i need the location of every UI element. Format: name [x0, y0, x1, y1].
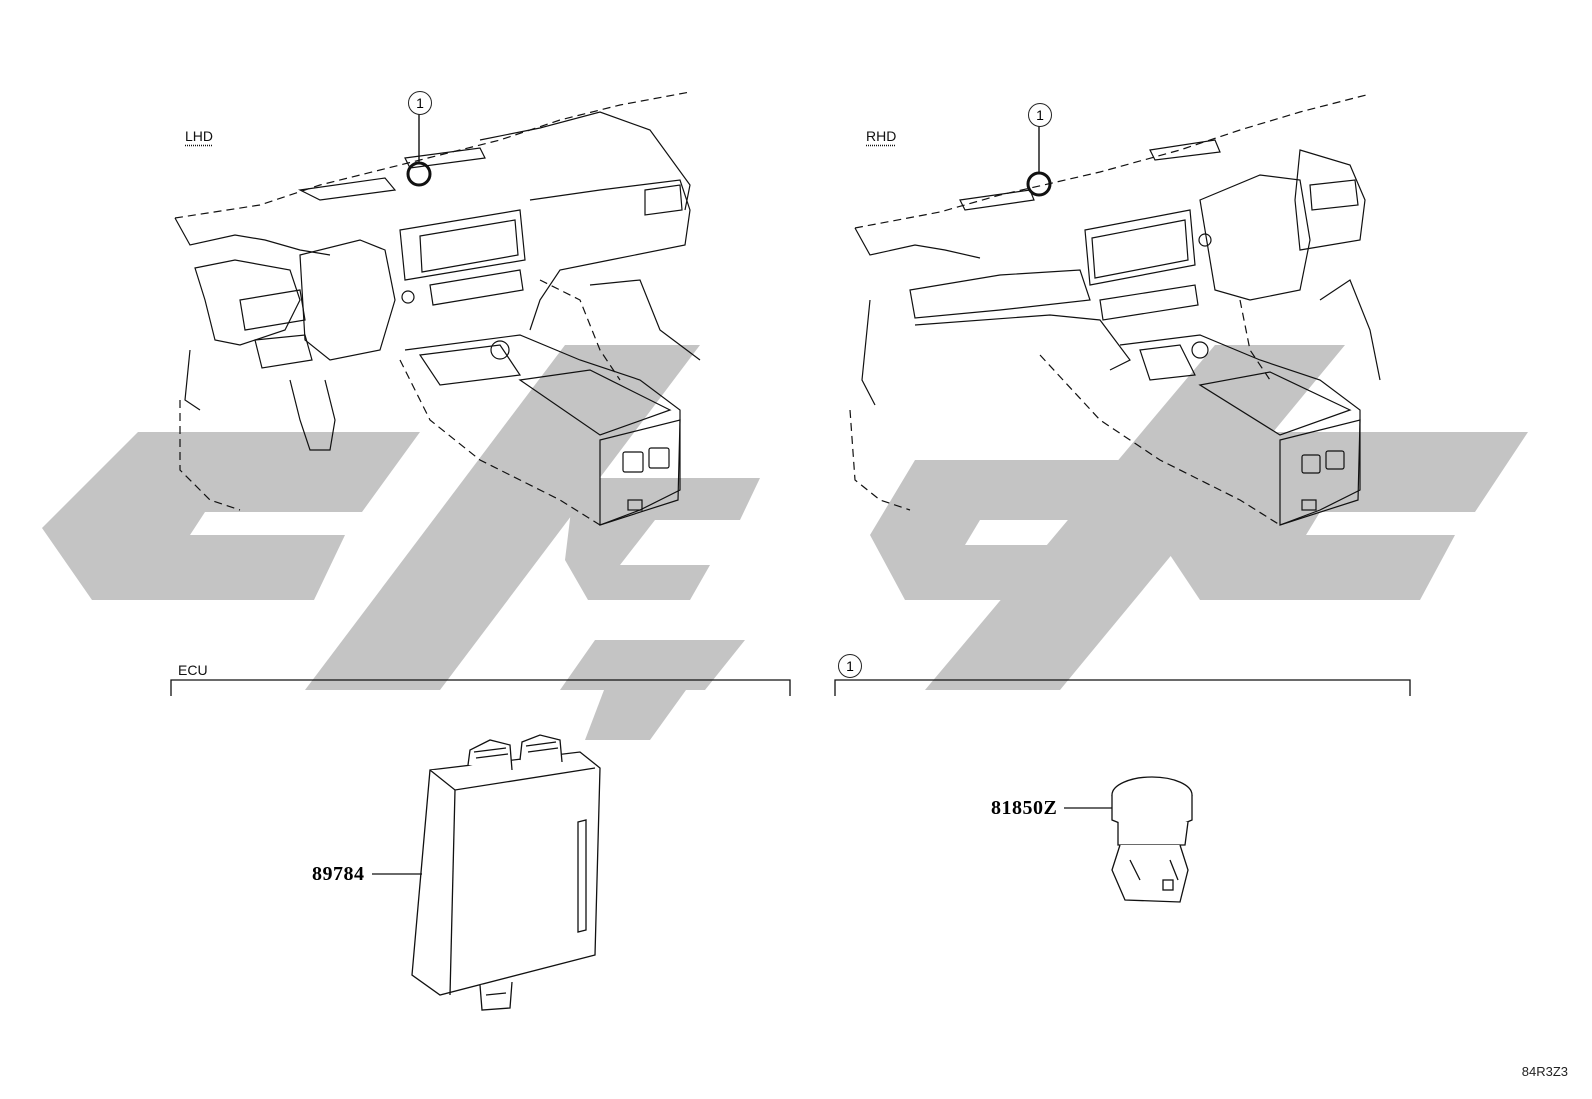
lhd-dashboard-illustration	[174, 91, 701, 526]
rhd-callout-number: 1	[1028, 103, 1052, 127]
ecu-module-illustration	[411, 734, 601, 1011]
ecu-group-title: ECU	[178, 662, 208, 678]
lhd-callout-marker	[406, 114, 432, 187]
rhd-dashboard-illustration	[849, 93, 1381, 526]
leader-lines	[372, 807, 1112, 875]
diagram-reference-code: 84R3Z3	[1521, 1064, 1568, 1079]
rhd-view-label: RHD	[866, 128, 897, 144]
rhd-callout-marker	[1026, 126, 1052, 197]
switch-illustration	[1111, 776, 1193, 903]
watermark-logo	[42, 345, 1528, 740]
switch-part-number[interactable]: 81850Z	[991, 797, 1058, 819]
item1-group-bracket	[834, 679, 1411, 696]
lhd-view-label: LHD	[185, 128, 214, 144]
ecu-part-number[interactable]: 89784	[312, 863, 365, 885]
ecu-group-bracket	[170, 679, 791, 696]
lhd-callout-number: 1	[408, 91, 432, 115]
item1-group-callout: 1	[838, 654, 862, 678]
